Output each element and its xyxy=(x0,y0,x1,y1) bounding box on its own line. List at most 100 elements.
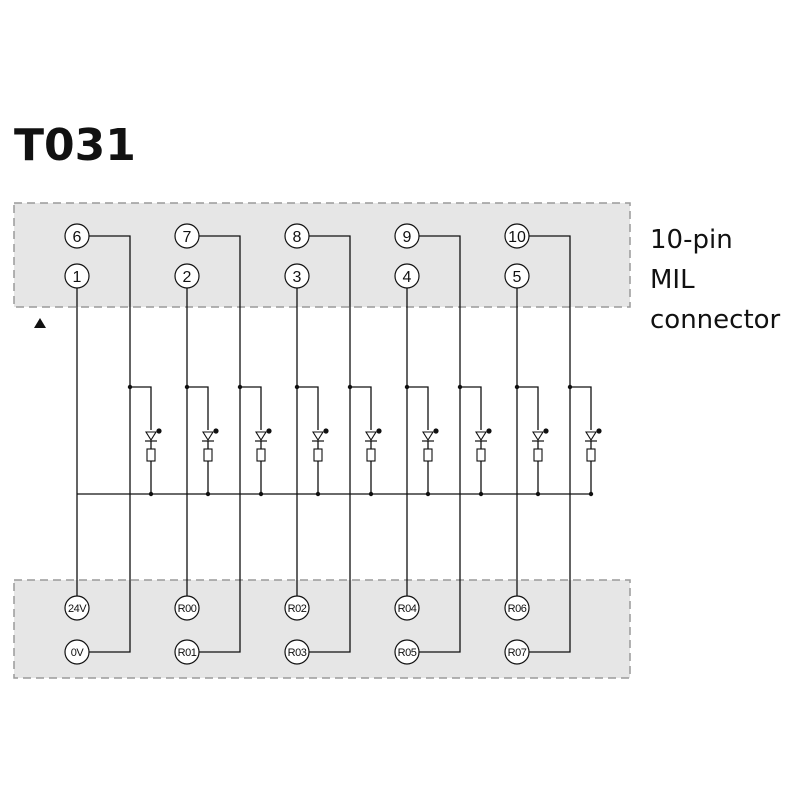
led-light-icon xyxy=(486,428,492,434)
led-light-icon xyxy=(596,428,602,434)
connector-pin-5-circle xyxy=(504,263,530,289)
connector-pin-4-label: 4 xyxy=(403,269,412,286)
junction-dot xyxy=(237,384,243,390)
connector-pin-5-label: 5 xyxy=(513,269,522,286)
led-tap-wire-1 xyxy=(130,386,152,430)
connector-label-line-1: 10-pin xyxy=(650,225,733,255)
junction-dot xyxy=(148,491,154,497)
junction-dot xyxy=(258,491,264,497)
connector-pin-4-circle xyxy=(394,263,420,289)
connector-pin-9-label: 9 xyxy=(403,229,412,246)
connector-pin-2-circle xyxy=(174,263,200,289)
led-diode-icon xyxy=(145,431,157,442)
led-2 xyxy=(202,428,219,462)
led-diode-icon xyxy=(475,431,487,442)
connector-pin-1: 1 xyxy=(64,263,90,289)
resistor-icon xyxy=(146,448,156,462)
terminal-r05-circle xyxy=(394,639,420,665)
connector-pin-2: 2 xyxy=(174,263,200,289)
led-8 xyxy=(532,428,549,462)
terminal-r07: R07 xyxy=(504,639,530,665)
junction-dot xyxy=(294,384,300,390)
terminal-r03-label: R03 xyxy=(288,647,307,659)
resistor-icon xyxy=(423,448,433,462)
connector-pin-10: 10 xyxy=(504,223,530,249)
resistor-icon xyxy=(476,448,486,462)
led-diode-icon xyxy=(532,431,544,442)
led-tap-wire-8 xyxy=(517,386,539,430)
terminal-24v-circle xyxy=(64,595,90,621)
led-light-icon xyxy=(266,428,272,434)
terminal-0v-circle xyxy=(64,639,90,665)
wire-pin-9 xyxy=(419,235,461,653)
terminal-r01-label: R01 xyxy=(178,647,197,659)
led-tap-wire-9 xyxy=(570,386,592,430)
connector-label: 10-pin MIL connector xyxy=(650,225,781,335)
junction-dot xyxy=(588,491,594,497)
terminal-r00-label: R00 xyxy=(178,603,197,615)
junction-dot xyxy=(315,491,321,497)
led-1 xyxy=(145,428,162,462)
junction-dot xyxy=(478,491,484,497)
connector-pin-7-label: 7 xyxy=(183,229,192,246)
resistor-icon xyxy=(203,448,213,462)
led-3 xyxy=(255,428,272,462)
wire-pin-10 xyxy=(529,235,571,653)
led-tap-wire-2 xyxy=(187,386,209,430)
led-light-icon xyxy=(543,428,549,434)
terminal-0v: 0V xyxy=(64,639,90,665)
junction-dot xyxy=(425,491,431,497)
terminal-r04-label: R04 xyxy=(398,603,417,615)
terminal-r04: R04 xyxy=(394,595,420,621)
terminal-r06: R06 xyxy=(504,595,530,621)
led-array xyxy=(145,428,602,462)
junction-dot xyxy=(535,491,541,497)
terminal-r00-circle xyxy=(174,595,200,621)
junction-dot xyxy=(347,384,353,390)
terminal-r00: R00 xyxy=(174,595,200,621)
connector-pin-4: 4 xyxy=(394,263,420,289)
connector-pin-10-circle xyxy=(504,223,530,249)
junction-dot xyxy=(368,491,374,497)
diagram-title: T031 xyxy=(14,120,136,171)
junction-dot xyxy=(205,491,211,497)
led-light-icon xyxy=(433,428,439,434)
connector-pin-1-label: 1 xyxy=(73,269,82,286)
connector-pin-3-circle xyxy=(284,263,310,289)
resistor-icon xyxy=(586,448,596,462)
led-diode-icon xyxy=(365,431,377,442)
led-4 xyxy=(312,428,329,462)
resistor-icon xyxy=(533,448,543,462)
led-tap-wire-6 xyxy=(407,386,429,430)
wire-pin-8 xyxy=(309,235,351,653)
terminal-r07-label: R07 xyxy=(508,647,527,659)
terminal-r07-circle xyxy=(504,639,530,665)
resistor-icon xyxy=(366,448,376,462)
led-7 xyxy=(475,428,492,462)
led-light-icon xyxy=(323,428,329,434)
junction-dot xyxy=(404,384,410,390)
connector-pin-7: 7 xyxy=(174,223,200,249)
terminal-r04-circle xyxy=(394,595,420,621)
connector-pin-8-label: 8 xyxy=(293,229,302,246)
connector-pin-7-circle xyxy=(174,223,200,249)
led-9 xyxy=(585,428,602,462)
connector-label-line-2: MIL xyxy=(650,265,695,295)
led-diode-icon xyxy=(312,431,324,442)
terminal-r02-circle xyxy=(284,595,310,621)
led-tap-wire-7 xyxy=(460,386,482,430)
terminal-r06-circle xyxy=(504,595,530,621)
terminal-r06-label: R06 xyxy=(508,603,527,615)
junction-dot xyxy=(567,384,573,390)
led-diode-icon xyxy=(255,431,267,442)
terminal-0v-label: 0V xyxy=(71,647,85,659)
led-tap-wire-4 xyxy=(297,386,319,430)
terminal-24v-label: 24V xyxy=(68,603,87,615)
led-tap-wire-5 xyxy=(350,386,372,430)
connector-pin-9: 9 xyxy=(394,223,420,249)
terminal-24v: 24V xyxy=(64,595,90,621)
led-diode-icon xyxy=(585,431,597,442)
